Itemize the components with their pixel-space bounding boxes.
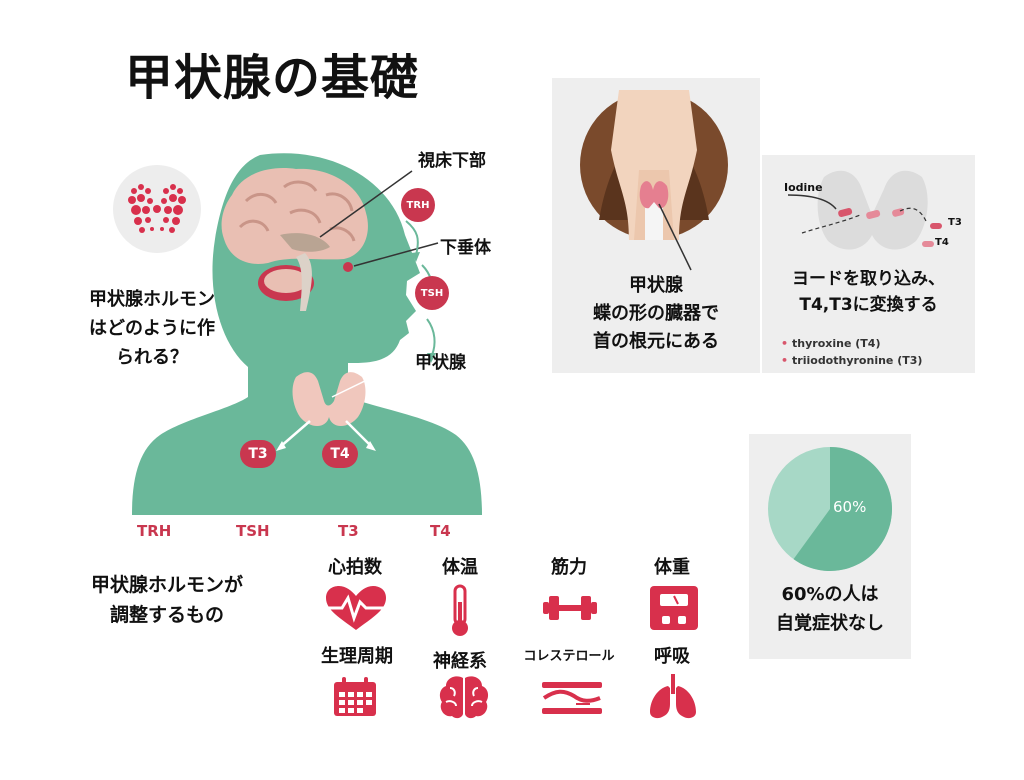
category-heart-rate: 心拍数: [328, 557, 382, 578]
regulates-line: 甲状腺ホルモンが: [90, 574, 243, 596]
category-cholesterol: コレステロール: [523, 649, 615, 664]
label-pituitary: 下垂体: [440, 238, 491, 258]
pie-slice-60: [793, 447, 893, 571]
calendar-icon: [334, 677, 376, 716]
stat-description: 60%の人は 自覚症状なし: [749, 580, 911, 638]
body-silhouette: [132, 153, 482, 515]
thyroid-panel-title: 甲状腺: [629, 275, 683, 296]
legend-t3: •triiodothyronine (T3): [781, 354, 923, 367]
badge-t3: T3: [240, 440, 276, 468]
iodine-description: ヨードを取り込み、 T4,T3に変換する: [762, 266, 975, 318]
hormone-question: 甲状腺ホルモン はどのように作 られる？: [62, 285, 242, 372]
pituitary-dot: [343, 262, 353, 272]
category-body-temperature: 体温: [442, 557, 478, 578]
regulates-title: 甲状腺ホルモンが 調整するもの: [62, 570, 272, 630]
badge-t4: T4: [322, 440, 358, 468]
thyroid-dots-icon: [113, 165, 201, 253]
hormone-trh: TRH: [137, 522, 172, 540]
brain-icon: [439, 676, 489, 719]
pie-percent-label: 60%: [833, 498, 867, 516]
brain: [221, 168, 368, 264]
hormone-pathway-diagram: [132, 153, 482, 515]
scale-icon: [650, 586, 698, 630]
percent-pie-chart: [768, 447, 893, 571]
stat-line: 自覚症状なし: [776, 613, 884, 634]
category-nervous-system: 神経系: [433, 651, 487, 672]
label-hypothalamus: 視床下部: [418, 151, 486, 171]
artery-icon: [542, 682, 602, 714]
thyroid-gland: [292, 372, 366, 426]
heart-rate-icon: [320, 586, 392, 630]
thyroid-description: 甲状腺 蝶の形の臓器で 首の根元にある: [552, 272, 760, 356]
page-title: 甲状腺の基礎: [125, 50, 420, 106]
iodine-conversion-diagram: [787, 170, 942, 250]
t4-label: T4: [935, 237, 949, 248]
iodine-line: ヨードを取り込み、: [792, 269, 945, 289]
question-line: はどのように作: [89, 318, 215, 339]
thyroid-panel-line: 蝶の形の臓器で: [593, 303, 719, 324]
hormone-tsh: TSH: [236, 522, 270, 540]
thermometer-icon: [452, 584, 468, 636]
iodine-panel: [762, 155, 975, 373]
thyroid-panel-line: 首の根元にある: [593, 331, 719, 352]
question-line: られる？: [116, 347, 188, 368]
category-breathing: 呼吸: [654, 646, 690, 667]
thyroid-pointer: [658, 203, 692, 271]
regulates-line: 調整するもの: [109, 604, 224, 626]
stat-line: 60%の人は: [781, 584, 879, 605]
hormone-t3: T3: [338, 522, 359, 540]
badge-tsh: TSH: [415, 276, 449, 310]
badge-trh: TRH: [401, 188, 435, 222]
question-line: 甲状腺ホルモン: [89, 289, 215, 310]
label-thyroid: 甲状腺: [415, 353, 466, 373]
category-muscle-strength: 筋力: [551, 557, 587, 578]
t3-label: T3: [948, 217, 962, 228]
neck-illustration: [580, 90, 728, 240]
iodine-line: T4,T3に変換する: [799, 295, 938, 315]
category-menstrual-cycle: 生理周期: [321, 646, 393, 667]
category-body-weight: 体重: [654, 557, 690, 578]
hormone-t4: T4: [430, 522, 451, 540]
lungs-icon: [650, 674, 696, 719]
dumbbell-icon: [543, 596, 597, 620]
legend-t4: •thyroxine (T4): [781, 337, 881, 350]
iodine-label: Iodine: [784, 181, 823, 194]
